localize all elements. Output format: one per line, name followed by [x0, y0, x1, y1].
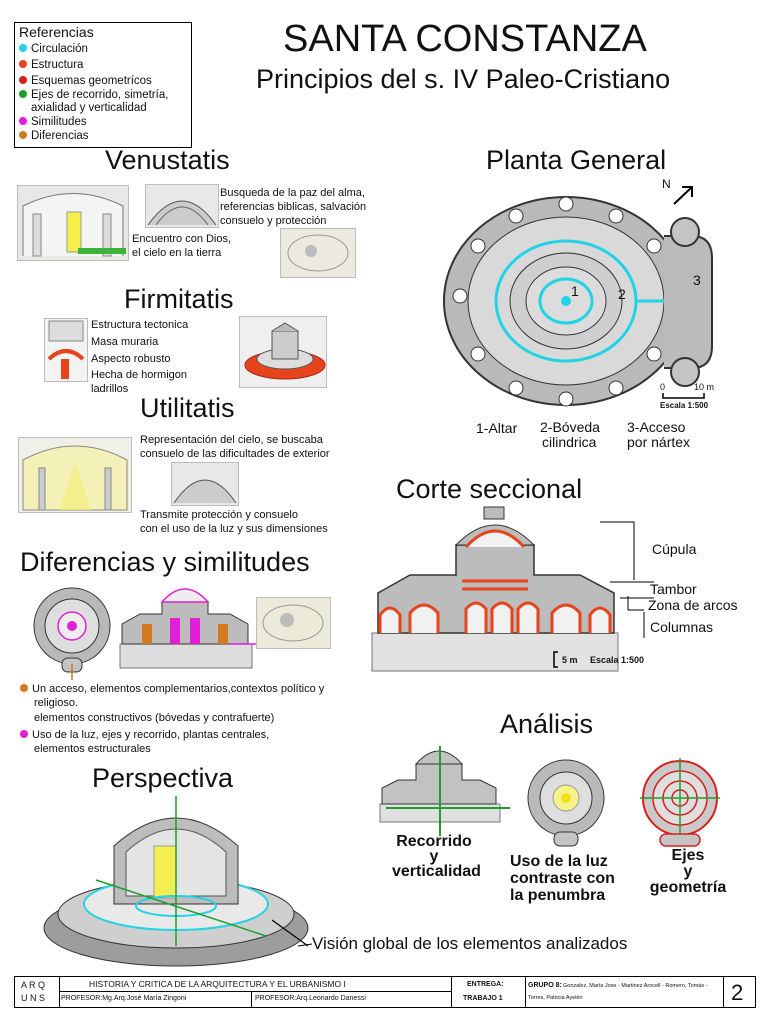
planta-scale-zero: 0 [660, 382, 666, 392]
interior-drawing [22, 193, 126, 257]
legend-item-esquemas: Esquemas geometrícos [19, 75, 152, 88]
legend-item-circulacion: Circulación [19, 43, 88, 56]
corte-label-tambor: Tambor [650, 581, 697, 597]
firmitatis-heading: Firmitatis [124, 284, 234, 314]
magenta-dot-icon [19, 117, 27, 125]
utilitatis-text-2: Transmite protección y consuelo con el u… [140, 509, 328, 535]
analisis-light-plan-sketch [527, 759, 605, 847]
analisis-section-sketch [379, 746, 510, 836]
firmitatis-column-sketch [44, 318, 88, 382]
corte-scale-label: Escala 1:500 [590, 655, 645, 665]
green-dot-icon [19, 90, 27, 98]
analisis-caption-ejes: Ejes y geometría [649, 847, 727, 896]
legend-item-ejes: Ejes de recorrido, simetría, [19, 89, 168, 102]
planta-scale-label: Escala 1:500 [660, 401, 709, 410]
diferencias-plan-sketch [33, 587, 111, 680]
perspectiva-heading: Perspectiva [92, 763, 234, 793]
venustatis-interior-sketch [17, 185, 129, 261]
diferencias-section-sketch [119, 588, 256, 669]
venustatis-text-2: Encuentro con Dios, el cielo en la tierr… [132, 233, 232, 259]
diferencias-orange-text: Un acceso, elementos complementarios,con… [20, 682, 324, 710]
perspectiva-drawing [43, 796, 312, 967]
planta-legend-3: 3-Acceso por nártex [627, 419, 691, 450]
footer-page-number: 2 [731, 980, 744, 1005]
legend-item-ejes-line2: axialidad y verticalidad [31, 102, 147, 114]
utilitatis-heading: Utilitatis [140, 393, 235, 423]
page-subtitle: Principios del s. IV Paleo-Cristiano [256, 64, 671, 94]
brown-orange-dot-icon [19, 131, 27, 139]
north-label: N [662, 177, 671, 191]
planta-heading: Planta General [486, 145, 667, 175]
venustatis-mosaic-sketch [145, 184, 219, 228]
legend-item-diferencias: Diferencias [19, 130, 89, 143]
corte-scale-bar [553, 651, 558, 668]
firmitatis-axonometric-sketch [239, 316, 327, 388]
planta-scale-10m: 10 m [694, 382, 715, 392]
planta-legend-1: 1-Altar [476, 420, 518, 436]
page-title: SANTA CONSTANZA [283, 18, 647, 60]
diferencias-fresco-sketch [256, 597, 331, 649]
diferencias-heading: Diferencias y similitudes [20, 547, 310, 577]
brown-orange-dot-icon [20, 684, 28, 692]
analisis-caption-recorrido: Recorrido y verticalidad [392, 833, 481, 880]
planta-num-1: 1 [571, 283, 579, 299]
footer-entrega-cell: ENTREGA: TRABAJO 1 [451, 977, 526, 1007]
corte-scale-5m: 5 m [562, 655, 578, 665]
planta-num-3: 3 [693, 272, 701, 288]
planta-num-2: 2 [618, 286, 626, 302]
perspectiva-pointer-line [271, 919, 309, 947]
footer-group-cell: GRUPO 8: Gonzalez, María Jose - Martinez… [525, 977, 724, 1007]
utilitatis-text-1: Representación del cielo, se buscaba con… [140, 434, 330, 460]
diferencias-pink-text: Uso de la luz, ejes y recorrido, plantas… [20, 728, 269, 756]
analisis-geometry-plan-sketch [640, 758, 720, 847]
corte-label-cupula: Cúpula [652, 541, 697, 557]
utilitatis-mosaic-sketch [171, 462, 239, 506]
utilitatis-interior-sketch [18, 437, 132, 513]
cyan-dot-icon [19, 44, 27, 52]
venustatis-text-1: Busqueda de la paz del alma, referencias… [220, 187, 367, 227]
corte-label-columnas: Columnas [650, 619, 714, 635]
legend-title: Referencias [19, 24, 94, 40]
venustatis-fresco-sketch [280, 228, 356, 278]
corte-label-zona-arcos: Zona de arcos [648, 597, 738, 613]
diferencias-mid-text: elementos constructivos (bóvedas y contr… [34, 712, 275, 724]
orange-red-dot-icon [19, 60, 27, 68]
planta-general-drawing [443, 196, 713, 407]
magenta-dot-icon [20, 730, 28, 738]
corte-heading: Corte seccional [396, 474, 583, 504]
footer-title-block: A R Q U N S HISTORIA Y CRITICA DE LA ARQ… [14, 976, 756, 1008]
planta-scale-bar [662, 393, 705, 399]
venustatis-heading: Venustatis [105, 145, 230, 175]
legend-box: Referencias Circulación Estructura Esque… [14, 22, 192, 148]
analisis-heading: Análisis [500, 709, 594, 739]
corte-leader-lines [600, 521, 654, 638]
legend-item-similitudes: Similitudes [19, 116, 87, 129]
footer-arq-cell: A R Q U N S [15, 977, 60, 1007]
footer-course-cell: HISTORIA Y CRITICA DE LA ARQUITECTURA Y … [59, 977, 452, 1007]
corte-seccional-drawing [371, 506, 619, 672]
perspectiva-caption: Visión global de los elementos analizado… [312, 934, 628, 953]
north-arrow-icon [673, 186, 693, 205]
analisis-caption-luz: Uso de la luz contraste con la penumbra [510, 853, 615, 904]
firmitatis-list: Estructura tectonica Masa muraria Aspect… [91, 319, 189, 395]
legend-item-estructura: Estructura [19, 59, 83, 72]
planta-legend-2: 2-Bóveda cilindrica [540, 419, 600, 450]
red-dot-icon [19, 76, 27, 84]
